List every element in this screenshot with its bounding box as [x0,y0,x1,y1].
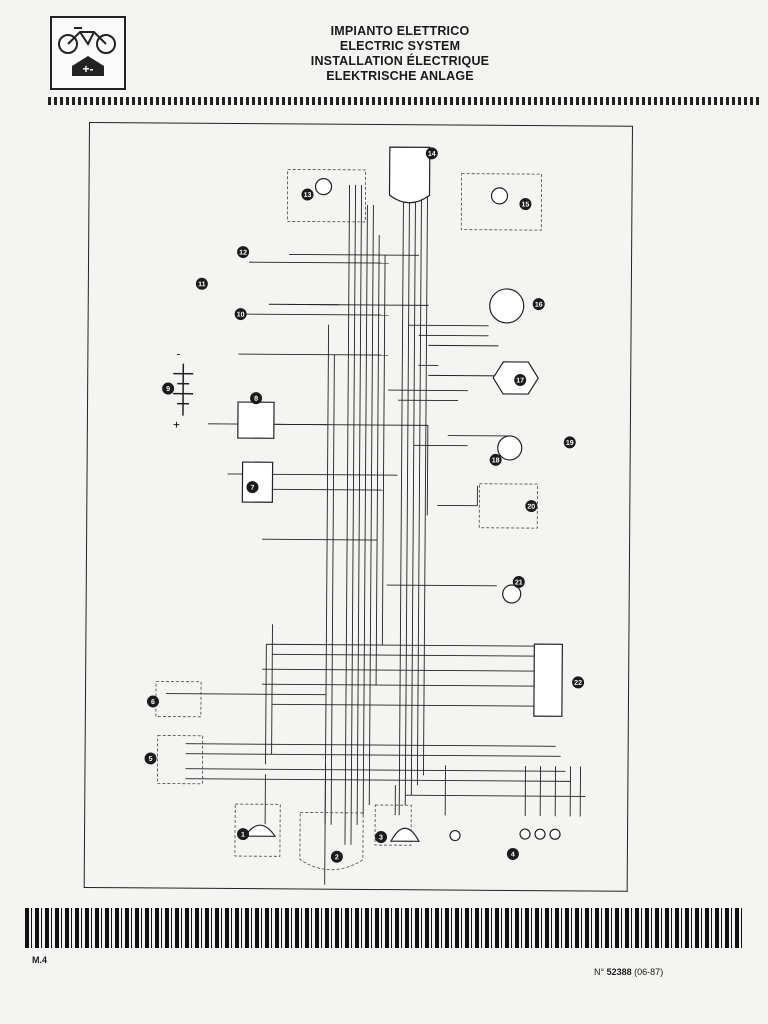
doc-number-value: 52388 [606,967,632,977]
svg-text:3: 3 [379,835,383,842]
callout-13: 13 [301,188,314,201]
wiring-diagram: .w { stroke:#222; stroke-width:0.9; fill… [144,146,586,885]
callout-5: 5 [144,752,157,765]
title-block: IMPIANTO ELETTRICO ELECTRIC SYSTEM INSTA… [260,24,540,84]
svg-text:8: 8 [254,396,258,403]
battery-symbol: +- [82,62,93,76]
doc-prefix: N° [594,967,605,977]
callout-1: 1 [237,828,250,841]
title-en: ELECTRIC SYSTEM [339,39,461,53]
svg-text:1: 1 [241,832,245,839]
callout-11: 11 [195,277,208,290]
callout-17: 17 [514,374,527,387]
svg-text:16: 16 [535,302,543,309]
callout-2: 2 [330,850,343,863]
svg-text:17: 17 [516,377,524,384]
callout-21: 21 [512,576,525,589]
callout-20: 20 [525,500,538,513]
page-label: M.4 [32,955,48,965]
svg-text:18: 18 [492,457,500,464]
svg-text:7: 7 [250,485,254,492]
callout-16: 16 [532,298,545,311]
callout-14: 14 [425,147,438,160]
svg-text:2: 2 [335,854,339,861]
svg-text:10: 10 [237,312,245,319]
svg-text:13: 13 [304,192,312,199]
main-harness [265,180,429,885]
callout-19: 19 [563,436,576,449]
svg-text:19: 19 [566,440,574,447]
svg-text:5: 5 [149,756,153,763]
callout-10: 10 [234,308,247,321]
callout-8: 8 [250,392,263,405]
component-parts [173,146,563,842]
svg-text:6: 6 [151,699,155,706]
callout-15: 15 [519,198,532,211]
document-number: N° 52388 (06-87) [594,967,663,977]
wire-runs [166,253,586,825]
motorcycle-icon [58,27,116,54]
svg-text:9: 9 [166,386,170,393]
callout-9: 9 [162,382,175,395]
callout-7: 7 [246,481,259,494]
svg-text:12: 12 [239,250,247,257]
svg-text:14: 14 [428,151,436,158]
callout-4: 4 [506,847,519,860]
title-de: ELEKTRISCHE ANLAGE [326,69,474,83]
dashed-divider [48,97,760,105]
svg-text:4: 4 [511,851,515,858]
callout-3: 3 [375,831,388,844]
component-outlines [155,168,543,871]
callout-12: 12 [237,246,250,259]
battery-positive-sign: + [173,418,180,432]
title-it: IMPIANTO ELETTRICO [330,24,470,38]
svg-text:20: 20 [527,504,535,511]
callout-6: 6 [146,695,159,708]
title-fr: INSTALLATION ÉLECTRIQUE [310,54,490,68]
callout-18: 18 [489,453,502,466]
logo: +- [50,16,126,90]
wiring-diagram-frame: .w { stroke:#222; stroke-width:0.9; fill… [83,122,633,892]
doc-date: (06-87) [634,967,664,977]
svg-text:11: 11 [198,281,206,288]
svg-text:22: 22 [574,680,582,687]
battery-plus-minus-icon: +- [72,56,104,76]
svg-text:15: 15 [522,202,530,209]
battery-negative-sign: - [176,347,180,361]
svg-text:21: 21 [515,579,523,586]
barcode-strip [25,908,745,948]
callout-22: 22 [572,676,585,689]
